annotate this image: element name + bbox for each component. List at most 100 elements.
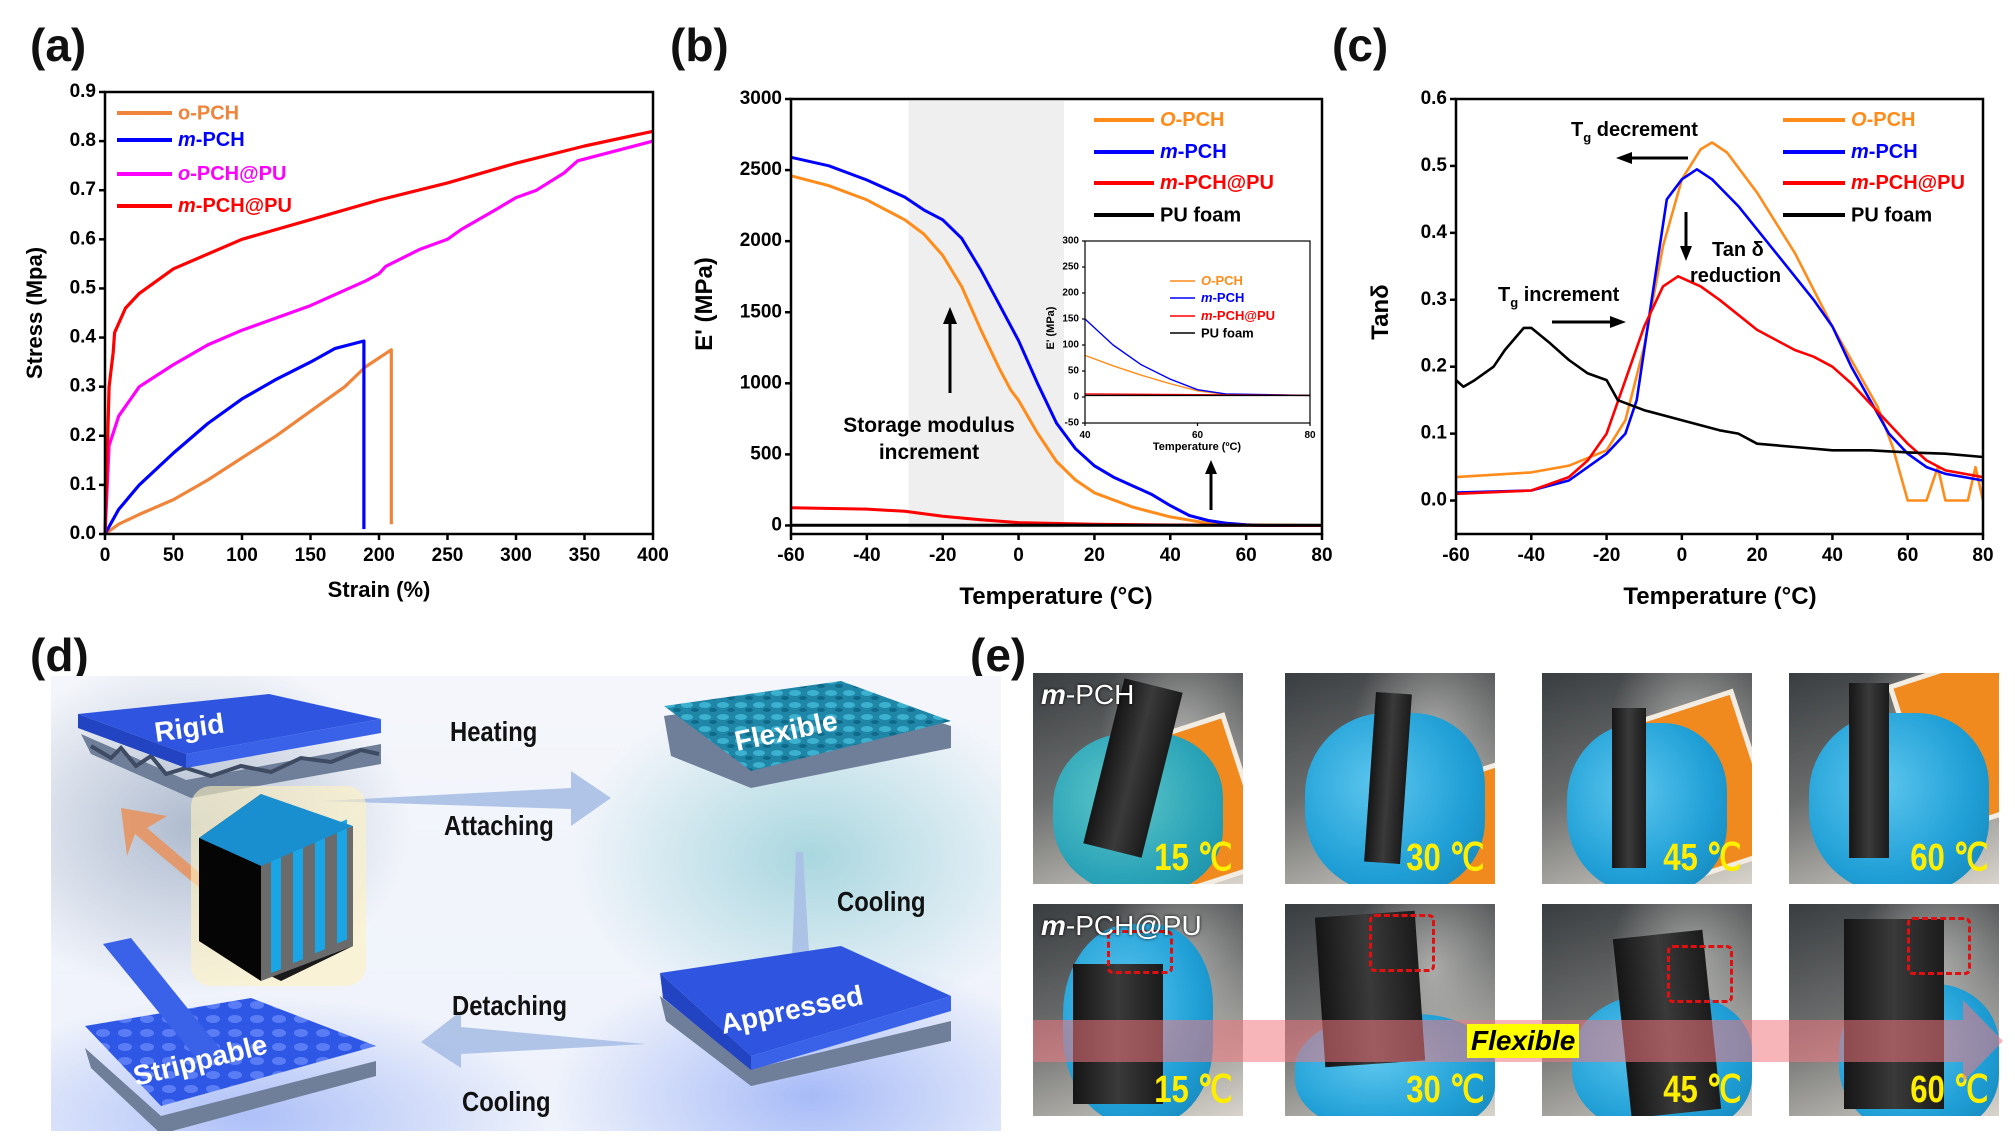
y-tick-label: 250: [1062, 262, 1079, 273]
legend-label: O-PCH: [1851, 109, 1915, 131]
temperature-label: 45 ℃: [1663, 837, 1742, 879]
temperature-label: 15 ℃: [1154, 837, 1233, 879]
series-line-o-pch: [104, 348, 393, 536]
legend-label: m-PCH: [178, 129, 245, 151]
legend-label: PU foam: [1851, 204, 1932, 226]
x-tick-label: 250: [432, 545, 464, 566]
appressed-plate: [660, 946, 951, 1086]
series-line-m-pch-pu: [1455, 274, 1984, 496]
legend: o-PCH m-PCH o-PCH@PU m-PCH@PU: [117, 102, 292, 217]
y-tick-label: 0.2: [1421, 356, 1447, 377]
x-axis-title: Temperature (ºC): [1153, 441, 1241, 453]
y-tick-label: 0.9: [70, 81, 96, 102]
panel-label-e: (e): [970, 629, 1027, 681]
band-arrowhead-icon: [1963, 1000, 2003, 1082]
legend-label: o-PCH: [178, 102, 239, 124]
highlight-box: [1107, 930, 1173, 974]
battery-pack-icon: [191, 786, 366, 986]
x-tick-label: -60: [1442, 545, 1469, 566]
flexible-label: Flexible: [1467, 1024, 1580, 1058]
x-tick-label: 400: [637, 545, 669, 566]
y-tick-label: 0.1: [70, 474, 97, 495]
legend-label: m-PCH@PU: [1851, 172, 1965, 194]
temperature-label: 30 ℃: [1406, 837, 1485, 879]
x-tick-label: 0: [100, 545, 111, 566]
legend-label: m-PCH@PU: [1160, 172, 1274, 194]
plot-frame: [1454, 97, 1985, 536]
x-tick-label: 100: [226, 545, 258, 566]
temperature-label: 45 ℃: [1663, 1069, 1742, 1111]
photo-mpch-60: 60 ℃: [1789, 673, 1999, 884]
temperature-label: 60 ℃: [1910, 837, 1989, 879]
step-heating: Heating: [450, 716, 538, 747]
x-tick-label: 80: [1972, 545, 1993, 566]
y-axis-title: Stress (Mpa): [22, 247, 47, 379]
annotation-tg-increment: Tg increment: [1498, 284, 1620, 310]
y-tick-label: 0: [771, 514, 782, 535]
panel-label-d: (d): [30, 629, 89, 681]
series-line-m-pch: [103, 339, 366, 535]
x-tick-label: -60: [777, 545, 804, 566]
annotation-storage-modulus: Storage modulus: [843, 414, 1015, 437]
x-tick-label: 350: [569, 545, 601, 566]
y-tick-label: 2500: [740, 159, 782, 180]
y-axis-title: E' (MPa): [1045, 306, 1057, 349]
y-tick-label: 2000: [740, 230, 782, 251]
cooling-left-arrow-icon: [421, 1011, 646, 1068]
row-label-mpch-pu: m-PCH@PU: [1041, 910, 1202, 941]
x-tick-label: 0: [1677, 545, 1688, 566]
x-tick-label: 0: [1013, 545, 1024, 566]
legend-label: O-PCH: [1160, 109, 1224, 131]
photo-mpch-45: 45 ℃: [1542, 673, 1752, 884]
x-tick-label: 60: [1897, 545, 1918, 566]
x-tick-label: -20: [929, 545, 956, 566]
y-tick-label: 0.4: [70, 327, 97, 348]
x-tick-label: -20: [1593, 545, 1620, 566]
x-tick-label: -40: [853, 545, 880, 566]
annotation-tg-decrement: Tg decrement: [1571, 119, 1698, 145]
arrowhead-icon: [1610, 316, 1626, 328]
legend-label: m-PCH@PU: [178, 195, 292, 217]
y-tick-label: 0.3: [70, 376, 96, 397]
arrowhead-icon: [1205, 460, 1217, 474]
photo-mpch-pu-30: 30 ℃: [1285, 904, 1495, 1116]
arrowhead-icon: [943, 307, 957, 324]
x-tick-label: 40: [1822, 545, 1843, 566]
tan-delta-annotations: Tg decrement Tan δ reduction Tg incremen…: [1498, 119, 1781, 328]
x-tick-label: 20: [1084, 545, 1105, 566]
storage-modulus-annotation: Storage modulus increment: [843, 307, 1217, 510]
x-tick-label: 80: [1304, 430, 1316, 441]
y-tick-label: 300: [1062, 236, 1079, 247]
x-tick-label: 150: [295, 545, 327, 566]
legend-label: O-PCH: [1201, 273, 1243, 288]
y-tick-label: 0.0: [70, 523, 96, 544]
series-line-o-pch: [790, 174, 1323, 527]
x-tick-label: 50: [163, 545, 184, 566]
legend-label: o-PCH@PU: [178, 163, 286, 185]
y-tick-label: 0.3: [1421, 289, 1447, 310]
y-tick-label: 0.5: [1421, 155, 1448, 176]
panel-label-b: (b): [670, 19, 729, 71]
highlight-box: [1667, 945, 1733, 1003]
y-tick-label: 200: [1062, 288, 1079, 299]
row-label-mpch: m-PCH: [1041, 679, 1135, 710]
arrowhead-icon: [1616, 152, 1632, 164]
rigid-plate: [78, 694, 381, 798]
schematic-drawing: Rigid Flexible Appressed Strippable: [78, 681, 951, 1131]
x-axis-title: Strain (%): [328, 577, 431, 602]
photo-mpch-30: 30 ℃: [1285, 673, 1495, 884]
annotation-reduction: reduction: [1690, 265, 1781, 287]
legend-label: PU foam: [1201, 325, 1254, 340]
step-detaching: Detaching: [452, 990, 568, 1021]
series-line-m-pch: [790, 155, 1322, 527]
strippable-plate: [85, 938, 376, 1131]
temperature-label: 30 ℃: [1406, 1069, 1485, 1111]
y-tick-label: 0.1: [1421, 423, 1448, 444]
schematic-panel: Rigid Flexible Appressed Strippable: [51, 676, 1001, 1131]
flexible-plate: [664, 681, 951, 788]
